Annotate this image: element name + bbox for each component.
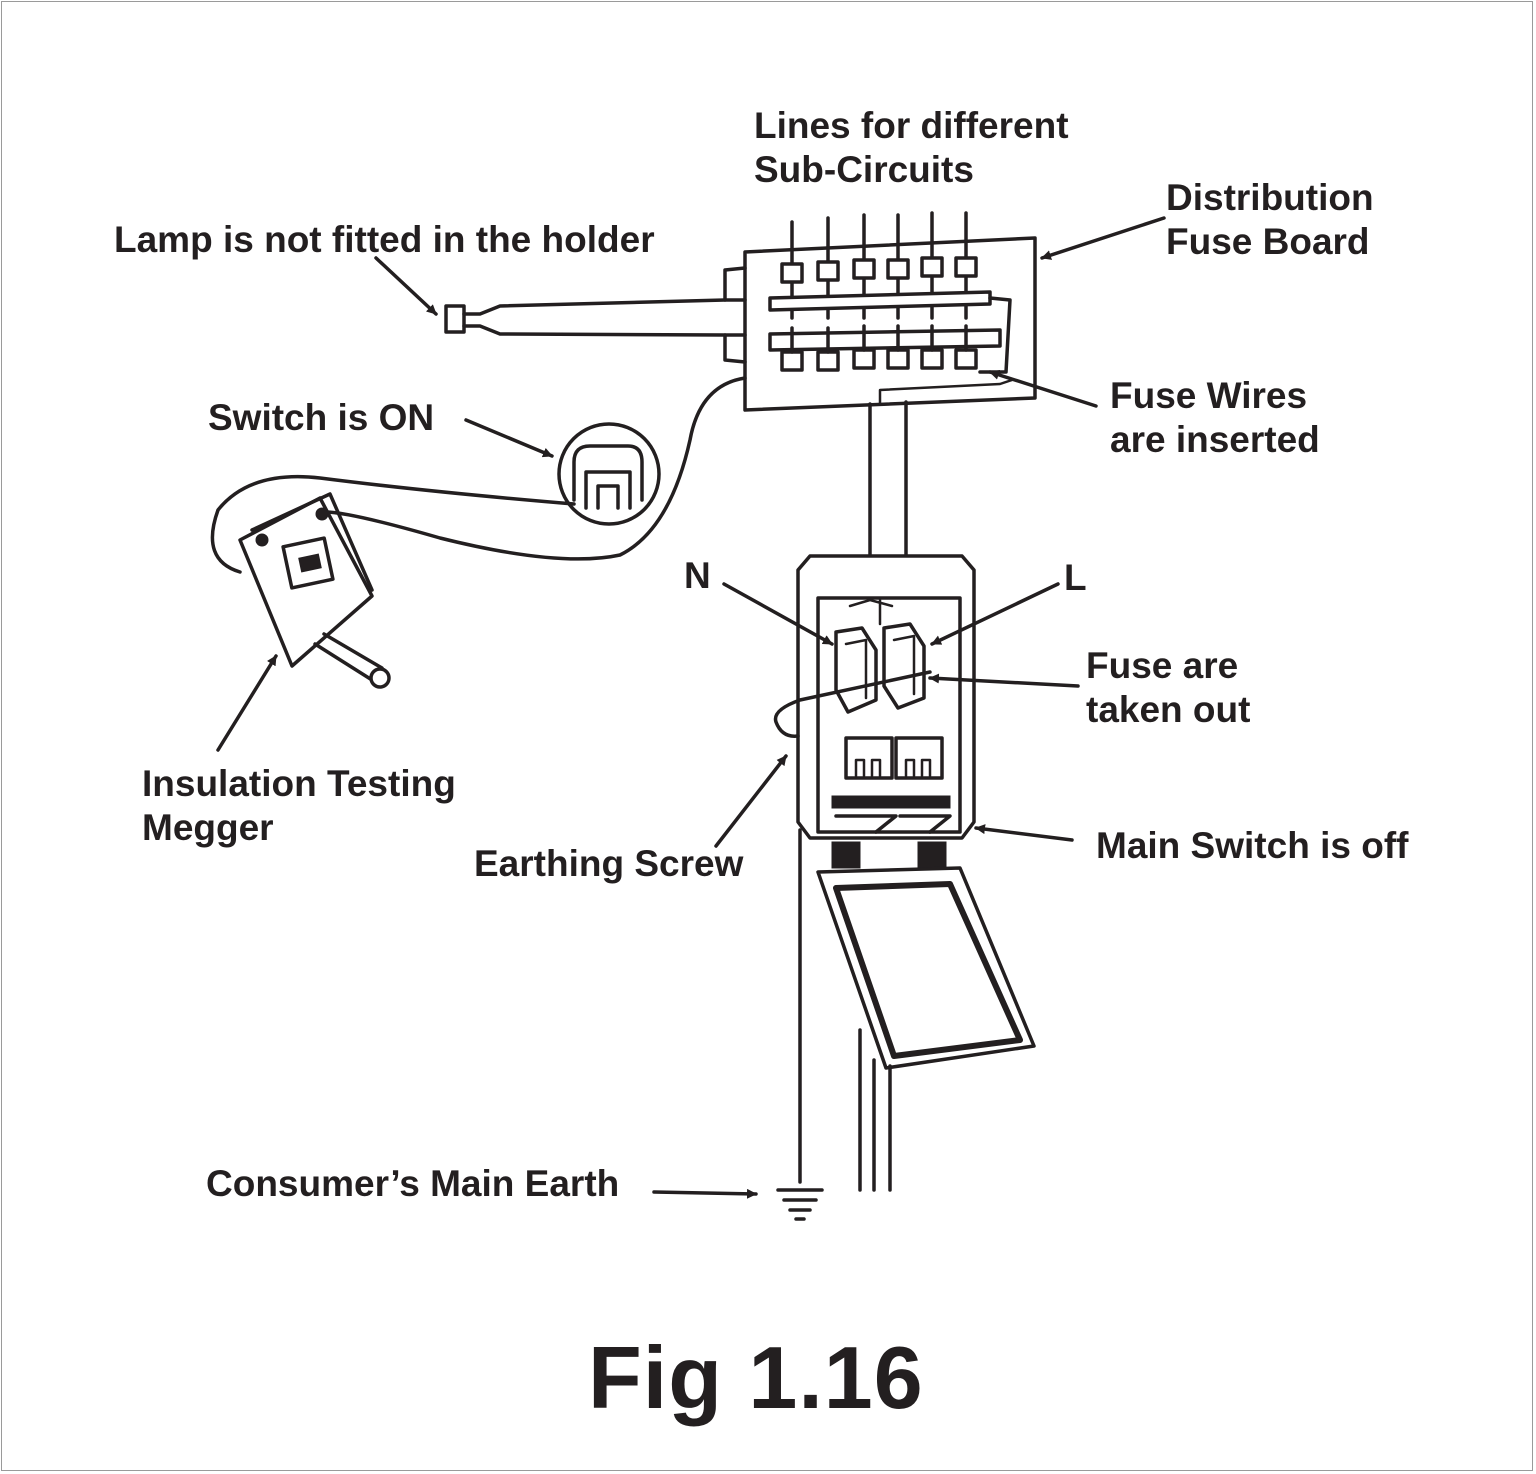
label-main-switch-off: Main Switch is off bbox=[1096, 825, 1409, 866]
leader-arrows bbox=[216, 216, 1166, 1199]
switch bbox=[557, 422, 661, 526]
megger-leads bbox=[210, 376, 747, 574]
insulation-testing-megger bbox=[238, 492, 391, 689]
main-switch-box bbox=[773, 554, 976, 869]
label-neutral: N bbox=[684, 555, 711, 596]
fuse-row-top bbox=[780, 256, 978, 284]
distribution-fuse-board bbox=[723, 211, 1037, 412]
earth-symbol bbox=[776, 1188, 824, 1221]
label-distribution-fuse-board: Distribution Fuse Board bbox=[1166, 177, 1374, 262]
label-earthing-screw: Earthing Screw bbox=[474, 843, 744, 884]
label-switch-on: Switch is ON bbox=[208, 397, 435, 438]
supply-cables bbox=[798, 828, 892, 1192]
label-fuse-wires: Fuse Wires are inserted bbox=[1110, 375, 1320, 460]
label-megger: Insulation Testing Megger bbox=[142, 763, 456, 848]
figure-caption: Fig 1.16 bbox=[588, 1328, 924, 1427]
label-fuse-taken-out: Fuse are taken out bbox=[1086, 645, 1251, 730]
main-switch-cover bbox=[816, 866, 1036, 1070]
label-live: L bbox=[1064, 557, 1087, 598]
fuse-row-bottom bbox=[780, 324, 978, 372]
label-main-earth: Consumer’s Main Earth bbox=[206, 1163, 620, 1204]
label-sub-circuit-lines: Lines for different Sub-Circuits bbox=[754, 105, 1069, 190]
conduit-pipe bbox=[868, 400, 908, 580]
lamp-holder bbox=[444, 298, 727, 337]
label-lamp-not-fitted: Lamp is not fitted in the holder bbox=[114, 219, 655, 260]
